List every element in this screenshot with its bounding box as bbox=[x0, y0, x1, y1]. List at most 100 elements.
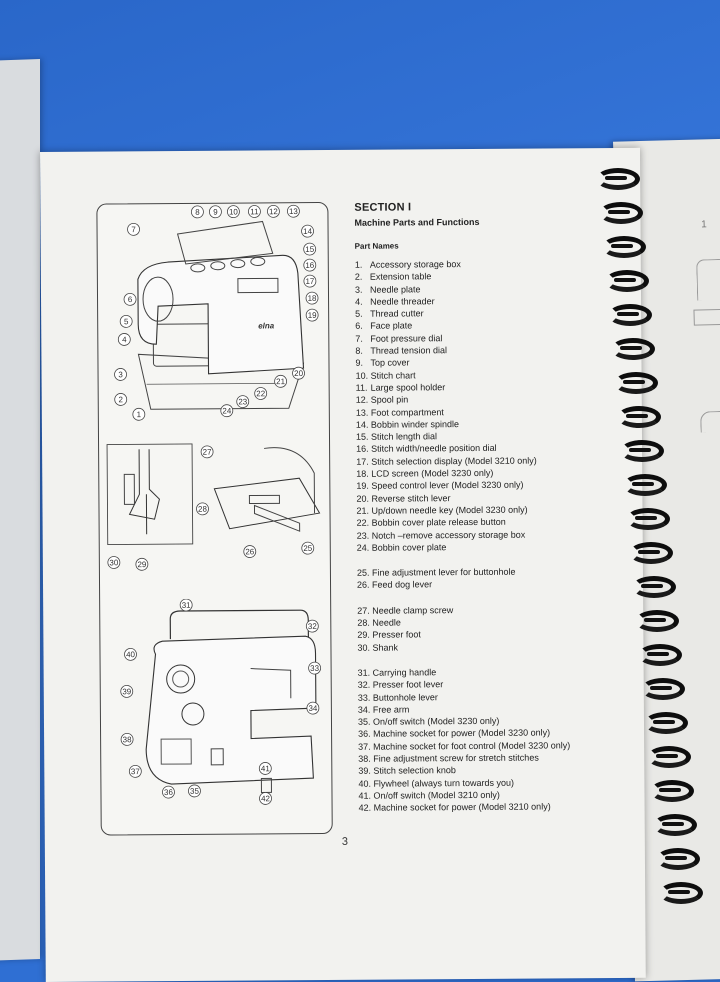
part-number: 20. bbox=[356, 492, 371, 504]
callout-number: 3 bbox=[118, 370, 123, 379]
part-number: 10. bbox=[356, 369, 371, 381]
part-number: 41. bbox=[358, 790, 373, 802]
callout-number: 24 bbox=[222, 406, 232, 415]
part-label: Stitch width/needle position dial bbox=[371, 443, 497, 454]
binding-ring bbox=[620, 440, 664, 462]
callout-number: 6 bbox=[128, 295, 133, 304]
part-number: 25. bbox=[357, 567, 372, 579]
facing-page-sketch bbox=[700, 411, 720, 433]
callout-number: 41 bbox=[261, 764, 271, 773]
callout-number: 30 bbox=[109, 558, 119, 567]
part-number: 36. bbox=[358, 728, 373, 740]
binding-ring bbox=[626, 508, 670, 530]
callout-number: 31 bbox=[182, 601, 192, 610]
binding-ring bbox=[659, 882, 703, 904]
callout-number: 28 bbox=[198, 505, 208, 514]
part-number: 2. bbox=[355, 271, 370, 283]
part-number: 3. bbox=[355, 283, 370, 295]
callout-number: 17 bbox=[305, 277, 315, 286]
part-number: 4. bbox=[355, 296, 370, 308]
part-label: On/off switch (Model 3230 only) bbox=[373, 716, 499, 727]
callout-number: 37 bbox=[131, 767, 141, 776]
part-number: 11. bbox=[356, 382, 371, 394]
part-number: 38. bbox=[358, 753, 373, 765]
part-label: Foot compartment bbox=[371, 407, 444, 418]
callout-number: 15 bbox=[305, 245, 315, 254]
facing-page-sketch bbox=[693, 309, 720, 326]
part-label: Accessory storage box bbox=[370, 259, 461, 270]
callout-number: 33 bbox=[310, 664, 320, 673]
part-label: Thread cutter bbox=[370, 309, 424, 319]
part-label: Stitch selection knob bbox=[373, 765, 456, 776]
binding-ring bbox=[614, 372, 658, 394]
callout-number: 40 bbox=[126, 650, 136, 659]
part-number: 15. bbox=[356, 431, 371, 443]
part-label: Bobbin winder spindle bbox=[371, 419, 459, 430]
callout-number: 25 bbox=[303, 544, 313, 553]
part-label: Machine socket for power (Model 3210 onl… bbox=[374, 802, 551, 813]
part-label: Stitch selection display (Model 3210 onl… bbox=[371, 455, 537, 466]
callout-number: 13 bbox=[289, 207, 299, 216]
callout-number: 9 bbox=[213, 208, 218, 217]
underlying-page-edge bbox=[0, 59, 40, 961]
part-item: 26.Feed dog lever bbox=[357, 577, 607, 591]
part-number: 32. bbox=[358, 679, 373, 691]
callout-number: 2 bbox=[118, 395, 123, 404]
part-item: 30.Shank bbox=[357, 640, 607, 654]
part-label: Machine socket for foot control (Model 3… bbox=[373, 740, 570, 751]
part-label: Needle bbox=[372, 618, 401, 628]
part-label: On/off switch (Model 3210 only) bbox=[373, 790, 499, 801]
part-label: Needle clamp screw bbox=[372, 605, 453, 616]
part-number: 6. bbox=[355, 320, 370, 332]
part-number: 42. bbox=[359, 802, 374, 814]
part-number: 12. bbox=[356, 394, 371, 406]
part-number: 30. bbox=[357, 641, 372, 653]
part-label: Presser foot bbox=[372, 630, 421, 640]
part-number: 7. bbox=[355, 332, 370, 344]
part-number: 33. bbox=[358, 691, 373, 703]
part-number: 22. bbox=[357, 517, 372, 529]
binding-ring bbox=[608, 304, 652, 326]
part-number: 8. bbox=[355, 345, 370, 357]
callout-number: 35 bbox=[190, 787, 200, 796]
part-number: 35. bbox=[358, 716, 373, 728]
part-number: 31. bbox=[358, 667, 373, 679]
part-number: 27. bbox=[357, 604, 372, 616]
part-label: Bobbin cover plate release button bbox=[372, 517, 506, 528]
part-number: 13. bbox=[356, 406, 371, 418]
callout-number: 16 bbox=[305, 261, 315, 270]
part-number: 14. bbox=[356, 419, 371, 431]
part-label: Needle threader bbox=[370, 296, 435, 306]
part-label: Buttonhole lever bbox=[373, 692, 438, 702]
parts-section: SECTION I Machine Parts and Functions Pa… bbox=[354, 200, 608, 814]
part-label: Thread tension dial bbox=[370, 345, 447, 356]
callout-number: 18 bbox=[308, 294, 318, 303]
part-number: 40. bbox=[358, 777, 373, 789]
part-item: 24.Bobbin cover plate bbox=[357, 540, 607, 554]
callout-number: 22 bbox=[256, 389, 266, 398]
part-number: 24. bbox=[357, 542, 372, 554]
part-label: Stitch length dial bbox=[371, 431, 437, 441]
binding-ring bbox=[644, 712, 688, 734]
part-label: Extension table bbox=[370, 272, 432, 282]
part-label: Needle plate bbox=[370, 284, 421, 294]
part-label: Stitch chart bbox=[371, 370, 416, 380]
callout-number: 11 bbox=[250, 207, 259, 216]
part-number: 21. bbox=[356, 505, 371, 517]
part-label: Flywheel (always turn towards you) bbox=[373, 777, 514, 788]
part-number: 19. bbox=[356, 480, 371, 492]
callout-number: 19 bbox=[308, 311, 318, 320]
part-label: Foot pressure dial bbox=[370, 333, 442, 344]
callout-number: 34 bbox=[308, 704, 318, 713]
part-number: 39. bbox=[358, 765, 373, 777]
part-number: 29. bbox=[357, 629, 372, 641]
part-label: Machine socket for power (Model 3230 onl… bbox=[373, 728, 550, 739]
part-label: Large spool holder bbox=[371, 382, 446, 393]
callout-number: 29 bbox=[137, 560, 147, 569]
callout-number: 27 bbox=[203, 448, 213, 457]
binding-ring bbox=[653, 814, 697, 836]
